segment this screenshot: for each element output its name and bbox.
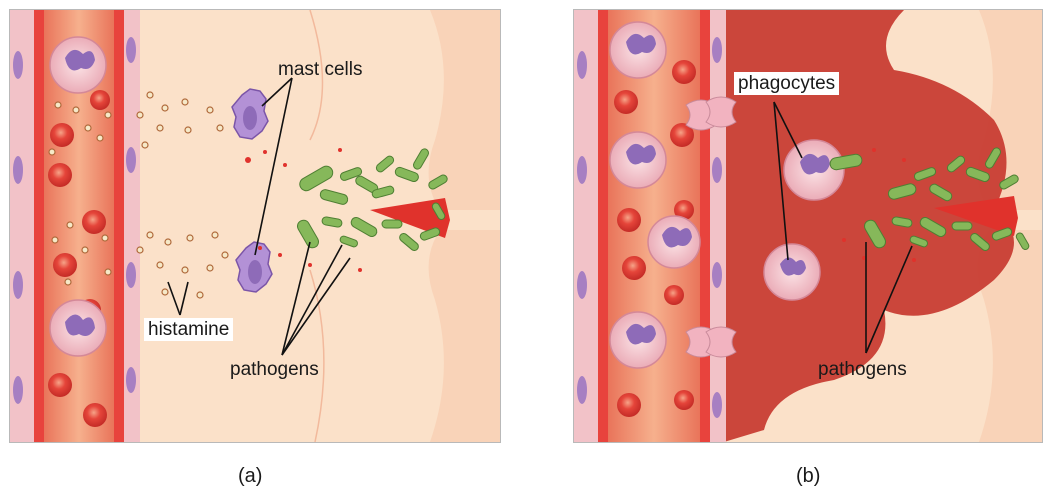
caption-b: (b) [796,465,820,488]
label-phagocytes: phagocytes [734,72,839,95]
caption-a: (a) [238,465,262,488]
panel-b-illustration: phagocytes pathogens [573,9,1043,443]
panel-a-illustration: mast cells histamine pathogens [9,9,501,443]
label-pathogens-a: pathogens [230,360,319,379]
phagocyte-lower [764,244,820,300]
label-mast-cells: mast cells [278,60,362,79]
label-histamine: histamine [144,318,233,341]
vessel-wall-right [114,10,124,442]
vessel-wall-left [34,10,44,442]
label-pathogens-b: pathogens [818,360,907,379]
